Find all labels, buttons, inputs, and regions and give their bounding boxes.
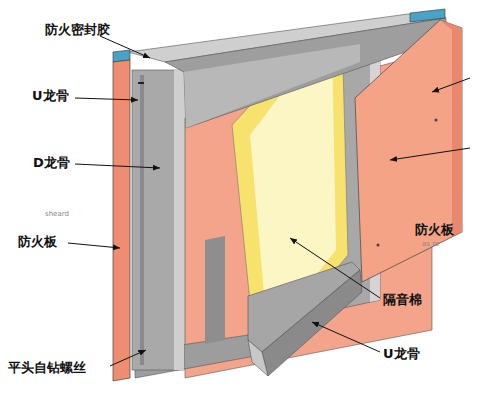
left-fire-board [113,60,130,381]
leader-line [390,148,470,160]
part-label: 防火密封胶 [45,22,110,37]
screw-dot [435,119,438,122]
leader-line [110,350,146,366]
leader-line [75,164,160,168]
leader-line [290,238,380,298]
leader-line [312,322,380,352]
leader-line [432,78,470,92]
left-d-stud-edge [140,75,144,365]
part-label: 防火板 [415,222,454,237]
part-label: D龙骨 [33,155,70,170]
leader-line [68,243,120,248]
part-label: U龙骨 [32,88,69,103]
screw [138,82,144,84]
left-d-stud [132,70,184,370]
top-track-flange [184,44,360,128]
leader-line [100,36,150,58]
left-d-stud-flange [174,70,184,370]
faint-text: as re [422,240,439,248]
part-label: 平头自钻螺丝 [8,360,86,375]
right-fire-board [355,20,462,282]
part-label: U龙骨 [383,346,420,361]
leader-line [75,98,138,100]
part-label: 隔音棉 [383,292,422,307]
screw-dot [377,244,380,247]
bottom-u-track-end [248,340,268,376]
part-label: 防火板 [18,234,57,249]
bottom-u-track-face [262,270,362,376]
right-fire-board-edge [440,20,462,236]
stud-shadow [205,236,225,344]
faint-text: sheard [45,210,69,218]
